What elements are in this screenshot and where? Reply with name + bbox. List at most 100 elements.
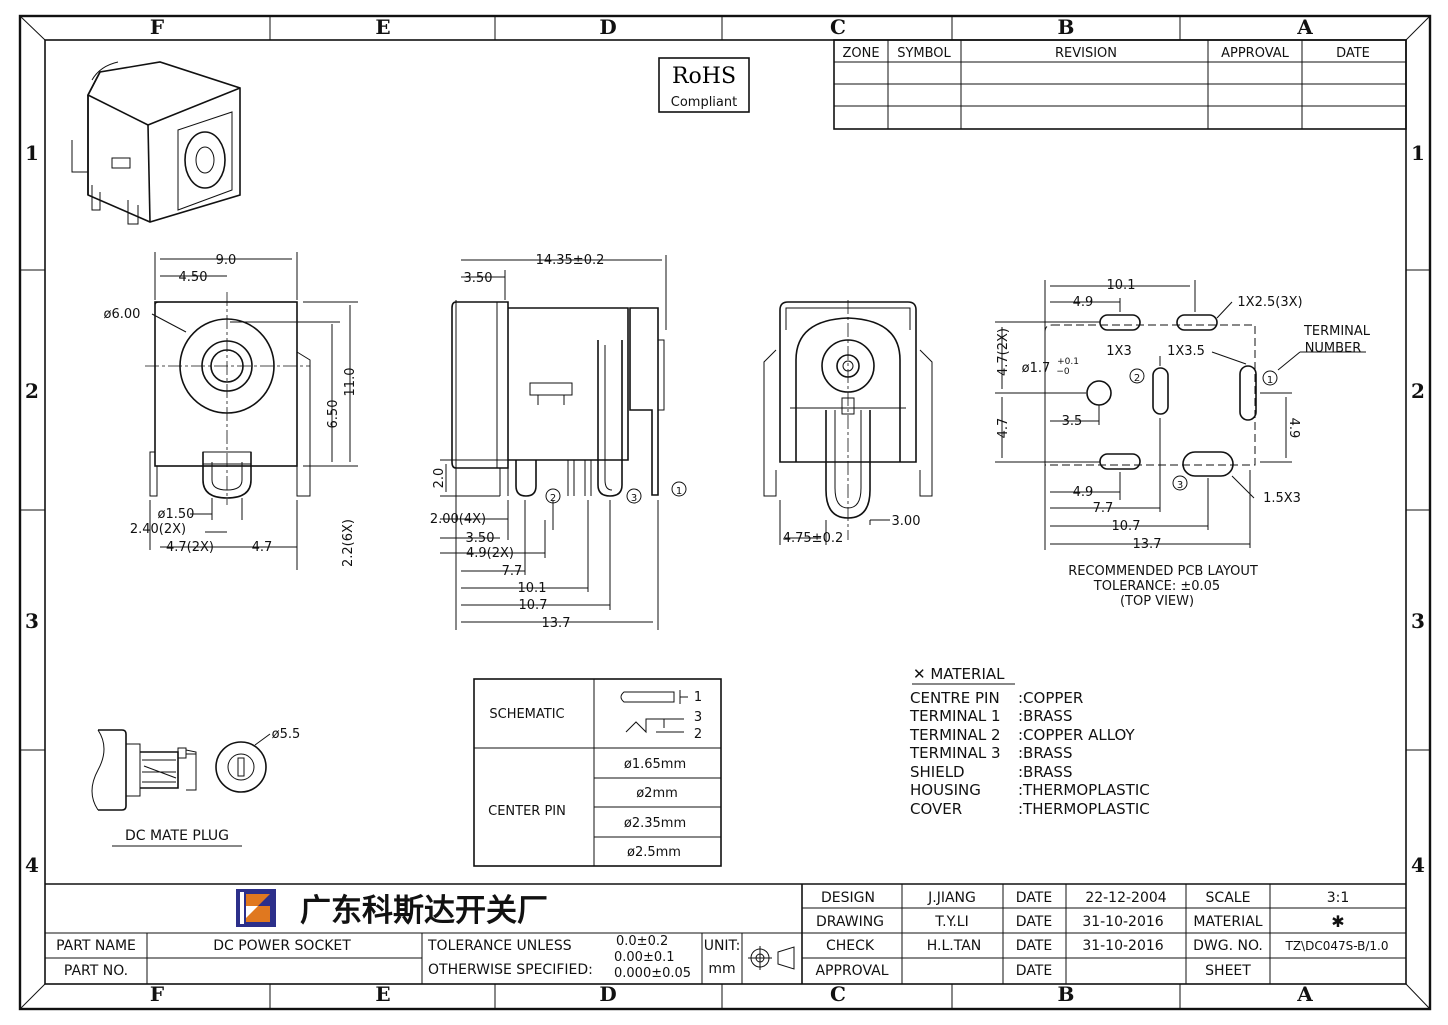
pcb-dim-dia17: ø1.7: [1022, 361, 1051, 376]
tb-date-drawing: 31-10-2016: [1082, 914, 1163, 930]
front-dimensions: [149, 252, 358, 570]
part-name-label: PART NAME: [56, 938, 136, 954]
tolerance-line1: TOLERANCE UNLESS: [427, 938, 572, 954]
dim-side-20: 2.0: [432, 468, 447, 489]
pcb-caption-view: (TOP VIEW): [1120, 594, 1194, 609]
material-mat-1: :BRASS: [1018, 707, 1072, 725]
side-view: [451, 301, 687, 504]
material-mat-0: :COPPER: [1018, 689, 1083, 707]
dim-side-350: 3.50: [464, 271, 493, 286]
zone-col-f-bottom: F: [150, 982, 164, 1006]
pcb-dim-101: 10.1: [1107, 278, 1136, 293]
tb-date-label-design: DATE: [1016, 890, 1052, 906]
dim-front-22-6x: 2.2(6X): [341, 519, 356, 567]
zone-row-4-right: 4: [1411, 853, 1425, 877]
pin-size-235: ø2.35mm: [624, 816, 686, 831]
schematic-table: [473, 678, 722, 867]
tb-value-dwg-no: TZ\DC047S-B/1.0: [1285, 939, 1389, 953]
pcb-terminal-2: 2: [1134, 373, 1140, 384]
dim-front-47-2x: 4.7(2X): [166, 540, 214, 555]
material-list: ✕ MATERIAL CENTRE PIN :COPPER TERMINAL 1…: [909, 665, 1150, 818]
tb-key-sheet: SHEET: [1205, 963, 1251, 979]
rohs-title: RoHS: [672, 64, 736, 89]
dim-rear-475: 4.75±0.2: [783, 531, 844, 546]
tb-role-design: DESIGN: [821, 890, 875, 906]
dim-front-height-11: 11.0: [343, 368, 358, 397]
pcb-dim-49-top: 4.9: [1073, 295, 1094, 310]
zone-col-a-top: A: [1296, 15, 1313, 39]
material-part-4: SHIELD: [910, 763, 965, 781]
zone-col-b-bottom: B: [1058, 982, 1075, 1006]
dim-front-47: 4.7: [252, 540, 273, 555]
dim-front-height-650: 6.50: [326, 400, 341, 429]
mate-plug-label: DC MATE PLUG: [125, 828, 229, 844]
pcb-terminal-number-label2: NUMBER: [1305, 341, 1362, 356]
dim-rear-300: 3.00: [892, 514, 921, 529]
rohs-badge: RoHS Compliant: [658, 57, 750, 113]
pcb-dim-47: 4.7: [996, 418, 1011, 439]
dim-side-101: 10.1: [518, 581, 547, 596]
pcb-dim-107: 10.7: [1112, 519, 1141, 534]
zone-col-b-top: B: [1058, 15, 1075, 39]
dim-front-dia150: ø1.50: [158, 507, 195, 522]
zone-row-3-right: 3: [1411, 609, 1425, 633]
zone-col-d-top: D: [599, 15, 616, 39]
material-part-1: TERMINAL 1: [909, 707, 1001, 725]
pcb-dim-slot-1x3: 1X3: [1106, 344, 1131, 359]
pin-size-165: ø1.65mm: [624, 757, 686, 772]
material-mat-4: :BRASS: [1018, 763, 1072, 781]
side-terminal-3: 3: [631, 493, 637, 504]
tb-date-design: 22-12-2004: [1085, 890, 1166, 906]
mate-plug-dia: ø5.5: [272, 727, 301, 742]
rev-header-revision: REVISION: [1055, 46, 1117, 61]
zone-col-e-bottom: E: [375, 982, 390, 1006]
dim-side-77: 7.7: [502, 564, 523, 579]
pcb-dim-tol-plus: +0.1: [1057, 357, 1079, 367]
dim-side-length: 14.35±0.2: [536, 253, 605, 268]
pcb-layout: [1044, 314, 1278, 491]
projection-symbol-icon: [748, 946, 795, 970]
pcb-dim-slot-1x35: 1X3.5: [1167, 344, 1205, 359]
zone-col-a-bottom: A: [1296, 982, 1313, 1006]
pcb-dim-tol-minus: −0: [1056, 367, 1070, 377]
tb-value-material: ✱: [1331, 912, 1344, 931]
tb-date-label-check: DATE: [1016, 938, 1052, 954]
pcb-dim-slot-1x25: 1X2.5(3X): [1237, 295, 1302, 310]
pcb-dimensions: [995, 280, 1366, 550]
unit-label: UNIT:: [704, 938, 741, 954]
part-no-label: PART NO.: [64, 963, 128, 979]
company-logo: [236, 889, 276, 927]
pcb-dim-slot-15x3: 1.5X3: [1263, 491, 1301, 506]
tolerance-a: 0.0±0.2: [616, 934, 668, 949]
rev-header-date: DATE: [1336, 46, 1370, 61]
tb-key-material: MATERIAL: [1193, 914, 1262, 930]
zone-col-c-bottom: C: [830, 982, 846, 1006]
revision-table: ZONE SYMBOL REVISION APPROVAL DATE: [833, 39, 1407, 130]
material-title: ✕ MATERIAL: [913, 665, 1005, 683]
rear-view: [763, 300, 933, 540]
tb-role-approval: APPROVAL: [815, 963, 888, 979]
dim-side-107: 10.7: [519, 598, 548, 613]
pin-size-25: ø2.5mm: [627, 845, 681, 860]
schematic-pin-2: 2: [694, 727, 702, 742]
pcb-dim-35: 3.5: [1062, 414, 1083, 429]
rohs-subtitle: Compliant: [671, 95, 737, 110]
pcb-dim-137: 13.7: [1133, 537, 1162, 552]
zone-col-e-top: E: [375, 15, 390, 39]
side-terminal-1: 1: [676, 486, 682, 497]
dim-front-half-width: 4.50: [179, 270, 208, 285]
tb-name-design: J.JIANG: [927, 890, 976, 906]
material-mat-3: :BRASS: [1018, 744, 1072, 762]
tb-role-check: CHECK: [826, 938, 875, 954]
zone-row-1-right: 1: [1411, 141, 1425, 165]
front-view: [145, 292, 311, 505]
inner-frame: [44, 39, 1407, 985]
pcb-dim-77: 7.7: [1093, 501, 1114, 516]
isometric-view: [71, 61, 241, 225]
pcb-terminal-number-label: TERMINAL: [1303, 324, 1371, 339]
tb-date-label-drawing: DATE: [1016, 914, 1052, 930]
rear-dimensions: [779, 500, 890, 545]
pcb-dim-49-right: 4.9: [1286, 418, 1301, 439]
zone-ticks: [20, 16, 1430, 1009]
